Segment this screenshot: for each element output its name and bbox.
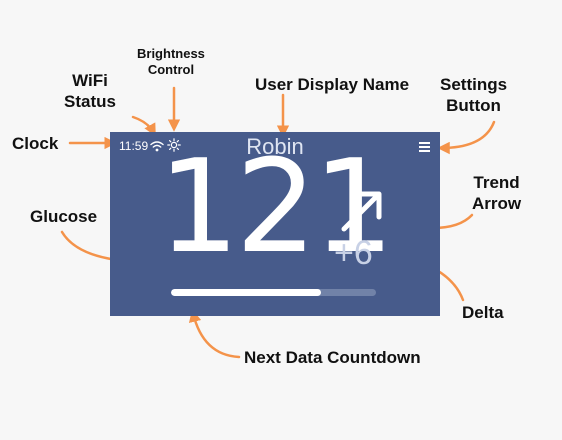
settings-annotation-line1: Settings	[440, 75, 508, 94]
user-display-name-annotation: User Display Name	[255, 75, 410, 94]
settings-annotation: Settings Button	[440, 74, 507, 117]
glucose-value: 121	[158, 133, 394, 282]
trend-annotation-line1: Trend	[473, 173, 520, 192]
settings-menu-icon[interactable]	[419, 142, 430, 154]
brightness-annotation-line2: Control	[147, 62, 195, 78]
trend-arrow-annotation: Trend Arrow	[472, 172, 521, 215]
glucose-annotation: Glucose	[30, 207, 98, 226]
wifi-status-annotation: WiFi Status	[64, 70, 116, 113]
brightness-annotation-line1: Brightness	[137, 46, 205, 61]
countdown-progress-fill	[171, 289, 321, 296]
countdown-annotation: Next Data Countdown	[244, 348, 421, 367]
delta-value: +6	[334, 234, 373, 272]
settings-arrow	[437, 120, 496, 155]
delta-annotation: Delta	[462, 303, 504, 322]
user-display-name: Robin	[246, 134, 304, 159]
glucose-display-screen: 11:59 Robin 121 +6	[110, 132, 440, 316]
brightness-control-icon[interactable]	[167, 138, 181, 157]
wifi-icon	[150, 139, 164, 157]
wifi-annotation-line1: WiFi	[72, 71, 108, 90]
wifi-annotation-line2: Status	[64, 92, 116, 112]
clock: 11:59	[119, 139, 149, 153]
clock-annotation: Clock	[12, 134, 59, 153]
countdown-arrow	[188, 309, 241, 359]
wifi-arrow	[131, 115, 156, 137]
next-data-countdown-bar	[171, 289, 376, 296]
brightness-annotation: Brightness Control	[137, 46, 205, 79]
trend-annotation-line2: Arrow	[472, 194, 522, 214]
trend-arrow-icon	[338, 187, 386, 240]
settings-annotation-line2: Button	[446, 96, 501, 116]
